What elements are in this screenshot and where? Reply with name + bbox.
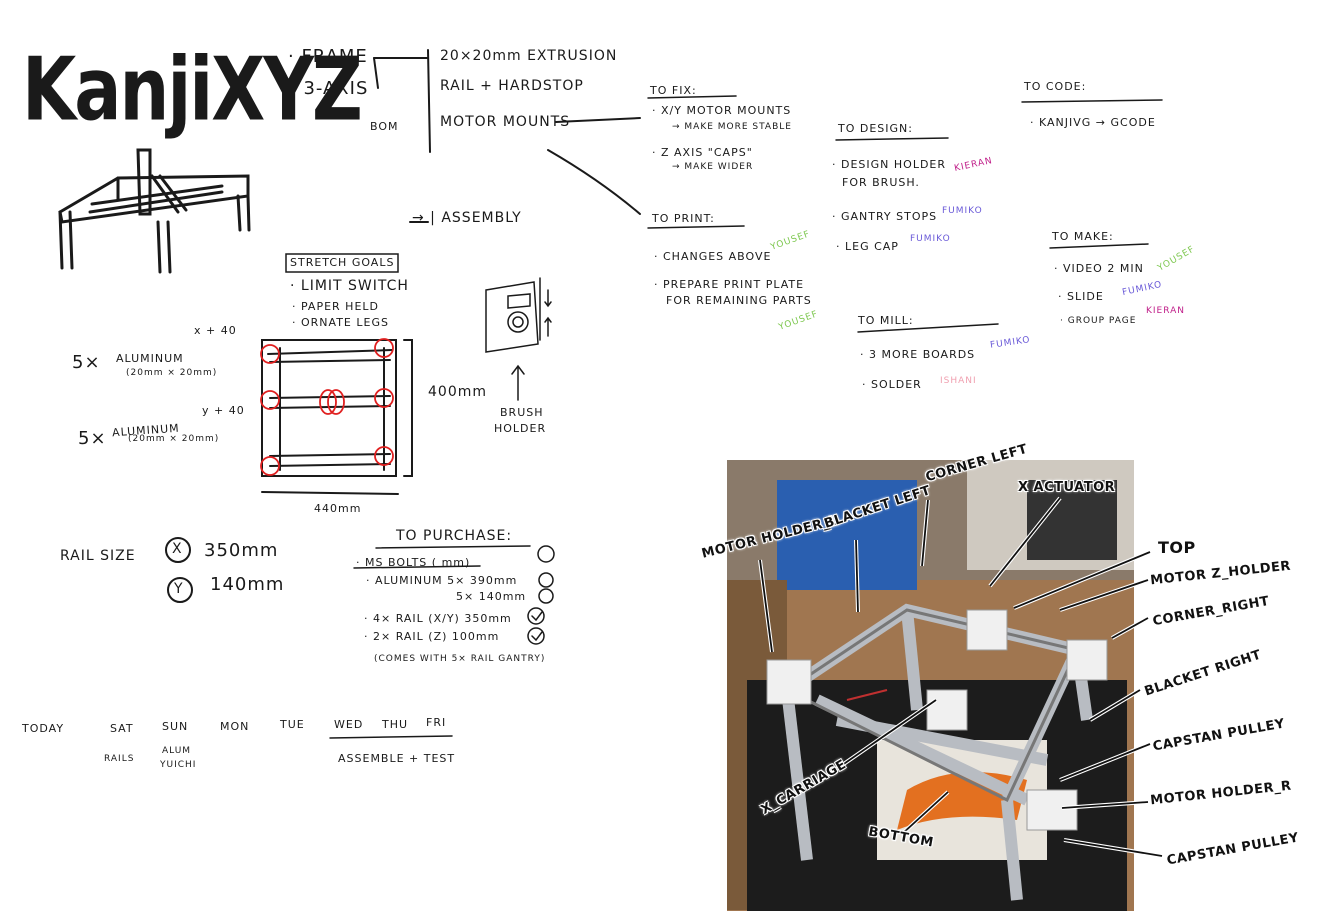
frame-height-dim: 400mm (428, 384, 487, 400)
alum-x-label: ALUMINUM (116, 352, 184, 365)
schedule-task: ALUM (162, 746, 192, 756)
to-mill-item: · 3 MORE BOARDS (860, 348, 976, 361)
to-print-title: TO PRINT: (652, 212, 715, 225)
alum-y-size: (20mm × 20mm) (128, 434, 220, 444)
photo-illustration (727, 460, 1134, 911)
to-fix-subitem: → MAKE WIDER (672, 162, 754, 172)
spec-rail: RAIL + HARDSTOP (440, 78, 584, 94)
stretch-goal-item: · ORNATE LEGS (292, 316, 389, 329)
to-make-item: · VIDEO 2 MIN (1054, 262, 1144, 275)
schedule-task: YUICHI (160, 760, 197, 770)
schedule-day: TODAY (22, 722, 65, 735)
to-design-item: FOR BRUSH. (842, 176, 920, 189)
purchase-item: · 2× RAIL (Z) 100mm (364, 630, 500, 643)
to-fix-item: · X/Y MOTOR MOUNTS (652, 104, 792, 117)
to-mill-item: · SOLDER (862, 378, 922, 391)
frame-red-circles (260, 338, 394, 476)
schedule-day: TUE (280, 718, 305, 731)
to-print-item: · PREPARE PRINT PLATE (654, 278, 805, 291)
schedule-day: MON (220, 720, 250, 733)
stretch-goals-title: STRETCH GOALS (290, 256, 395, 269)
purchase-item: 5× 140mm (456, 590, 527, 603)
brush-holder-label: BRUSH (500, 406, 544, 419)
to-mill-title: TO MILL: (858, 314, 914, 327)
frame-sketch (261, 339, 413, 495)
to-design-item: · DESIGN HOLDER (832, 158, 947, 171)
to-design-item: · GANTRY STOPS (832, 210, 938, 223)
purchase-note: (COMES WITH 5× RAIL GANTRY) (374, 654, 546, 664)
spec-lines (373, 49, 641, 223)
stretch-goal-item: · PAPER HELD (292, 300, 379, 313)
label-top: TOP (1158, 538, 1196, 557)
rail-y-circle (167, 577, 193, 603)
to-code-item: · KANJIVG → GCODE (1030, 116, 1156, 129)
stretch-goals-box (285, 253, 399, 273)
assembly-photo (727, 460, 1134, 911)
to-print-item: · CHANGES ABOVE (654, 250, 772, 263)
to-make-item: · SLIDE (1058, 290, 1104, 303)
to-fix-item: · Z AXIS "CAPS" (652, 146, 753, 159)
assignee-fumiko: FUMIKO (942, 206, 983, 216)
to-design-item: · LEG CAP (836, 240, 899, 253)
rail-size-label: RAIL SIZE (60, 548, 136, 564)
stretch-goal-item: · LIMIT SWITCH (290, 278, 409, 294)
purchase-item: · MS BOLTS ( mm) (356, 556, 471, 569)
purchase-item: · ALUMINUM 5× 390mm (366, 574, 518, 587)
frame-x-note: x + 40 (194, 324, 237, 337)
frame-y-note: y + 40 (202, 404, 245, 417)
brush-holder-label: HOLDER (494, 422, 547, 435)
schedule-day: WED (334, 718, 364, 731)
purchase-lines (353, 545, 555, 645)
spec-axis: · 3-AXIS (290, 78, 369, 99)
schedule-day: SUN (162, 720, 189, 733)
alum-y-count: 5× (78, 428, 107, 449)
to-purchase-title: TO PURCHASE: (396, 528, 513, 544)
frame-width-dim: 440mm (314, 502, 362, 515)
schedule-task: RAILS (104, 754, 135, 764)
assignee-ishani: ISHANI (940, 376, 977, 386)
purchase-item: · 4× RAIL (X/Y) 350mm (364, 612, 512, 625)
to-fix-title: TO FIX: (650, 84, 697, 97)
rail-y-axis: Y (174, 581, 184, 597)
schedule-day: FRI (426, 716, 447, 729)
spec-motor-mounts: MOTOR MOUNTS (440, 114, 571, 130)
rail-x-circle (165, 537, 191, 563)
spec-assembly: → | ASSEMBLY (412, 210, 522, 226)
to-make-title: TO MAKE: (1052, 230, 1114, 243)
schedule-day: THU (382, 718, 409, 731)
page-title: KanjiXYZ (22, 38, 363, 141)
assignee-kieran: KIERAN (1146, 306, 1186, 316)
to-print-item: FOR REMAINING PARTS (666, 294, 812, 307)
rail-x-length: 350mm (204, 540, 279, 561)
assignee-fumiko: FUMIKO (910, 234, 951, 244)
plotter-sketch (58, 148, 251, 274)
todo-underlines (647, 95, 1163, 333)
rail-x-axis: X (172, 541, 183, 557)
alum-x-count: 5× (72, 352, 101, 373)
to-fix-subitem: → MAKE MORE STABLE (672, 122, 792, 132)
spec-extrusion: 20×20mm EXTRUSION (440, 48, 618, 64)
to-code-title: TO CODE: (1024, 80, 1087, 93)
schedule-task: ASSEMBLE + TEST (338, 752, 456, 765)
to-design-title: TO DESIGN: (838, 122, 913, 135)
spec-bom: BOM (370, 120, 399, 133)
brush-holder-sketch (485, 277, 552, 401)
schedule-day: SAT (110, 722, 134, 735)
schedule-underline (329, 735, 453, 739)
to-make-item: · GROUP PAGE (1060, 316, 1137, 326)
spec-frame: · FRAME (288, 46, 368, 67)
rail-y-length: 140mm (210, 574, 285, 595)
alum-x-size: (20mm × 20mm) (126, 368, 218, 378)
label-x-actuator: X ACTUATOR (1018, 480, 1116, 495)
